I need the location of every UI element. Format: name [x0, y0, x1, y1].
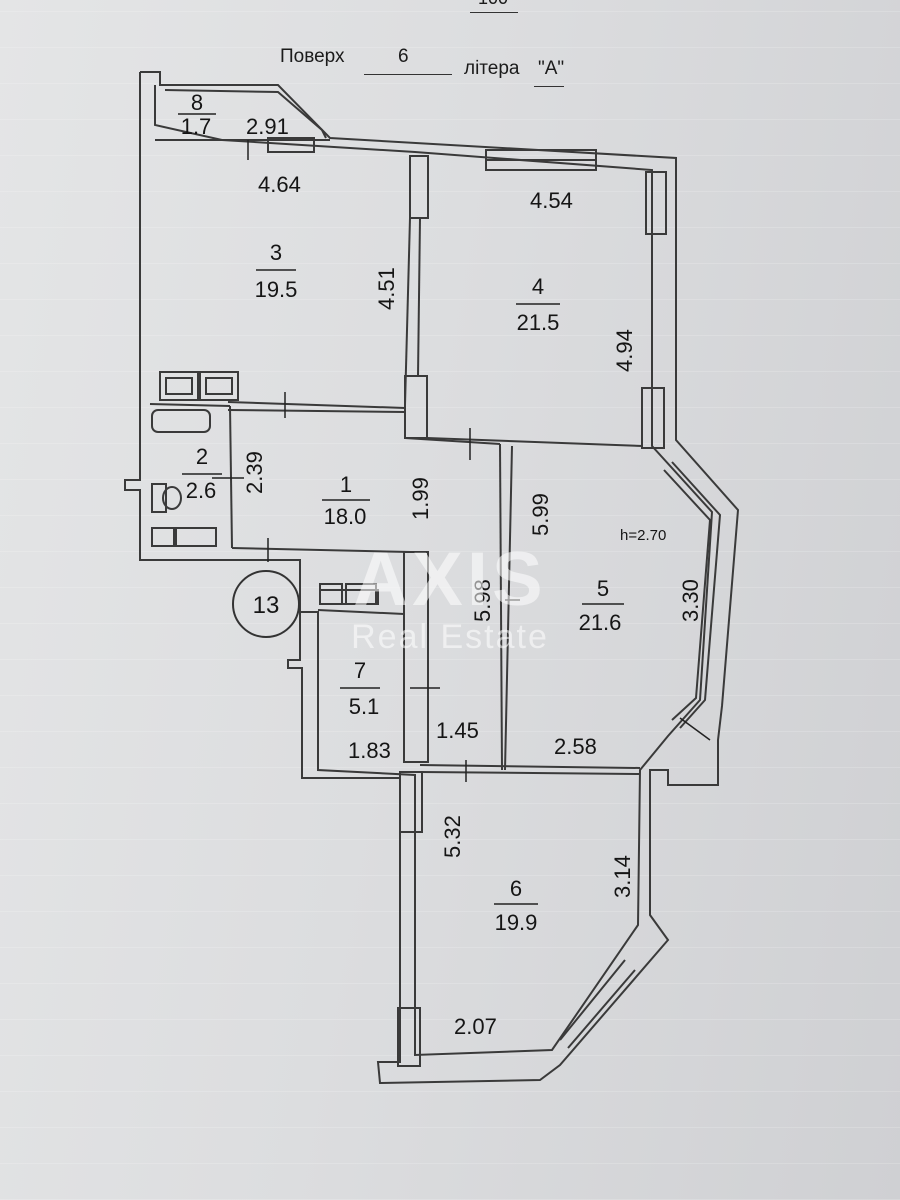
- dim-3-14: 3.14: [610, 855, 635, 898]
- room-2-area: 2.6: [186, 478, 217, 503]
- dim-2-91: 2.91: [246, 114, 289, 139]
- toilet-bowl: [162, 486, 182, 510]
- floor-label: Поверх: [280, 46, 345, 67]
- dim-1-83: 1.83: [348, 738, 391, 763]
- letter-value: "А": [538, 58, 565, 79]
- dim-2-07: 2.07: [454, 1014, 497, 1039]
- outer-wall-outer: [124, 71, 740, 1085]
- wall-bath-top: [149, 403, 231, 407]
- room-7-number: 7: [354, 658, 366, 683]
- wall-5-6-b: [419, 771, 641, 775]
- wall-7-column: [403, 551, 429, 763]
- shelf-2: [345, 583, 377, 605]
- wall-3-4-column-bottom: [404, 375, 428, 439]
- room-1-area: 18.0: [324, 504, 367, 529]
- room-4-column-top: [645, 171, 667, 235]
- dimension-labels: 2.91 4.64 4.54 4.51 4.94 2.39 1.99 5.99 …: [242, 114, 703, 1039]
- room-5-number: 5: [597, 576, 609, 601]
- cabinet-b-inner: [205, 377, 233, 395]
- floor-underline: [364, 74, 452, 75]
- wall-1-bottom: [231, 547, 411, 553]
- dim-5-99: 5.99: [528, 493, 553, 536]
- room-5-area: 21.6: [579, 610, 622, 635]
- tick-8: [679, 717, 711, 741]
- dim-4-64: 4.64: [258, 172, 301, 197]
- dim-4-51: 4.51: [374, 267, 399, 310]
- room-6-column-top: [399, 771, 423, 833]
- room-3-area: 19.5: [255, 277, 298, 302]
- shelf-1: [319, 583, 343, 605]
- room-4-area: 21.5: [517, 310, 560, 335]
- wall-5-6: [419, 764, 641, 769]
- wall-3-1-b: [227, 409, 406, 413]
- wall-3-4: [404, 217, 411, 406]
- room-3-number: 3: [270, 240, 282, 265]
- room-6-number: 6: [510, 876, 522, 901]
- dim-5-32: 5.32: [440, 815, 465, 858]
- room-2-number: 2: [196, 444, 208, 469]
- room-labels: 8 1.7 3 19.5 4 21.5 2 2.6 1 18.0 5 21.6 …: [178, 90, 624, 935]
- wall-3-1: [227, 401, 406, 409]
- bay-window-6-inner: [567, 969, 636, 1049]
- shelf-3: [319, 589, 379, 605]
- room-8-number: 8: [191, 90, 203, 115]
- floor-value: 6: [398, 46, 409, 67]
- wall-4-5: [426, 437, 643, 447]
- cabinet-a: [159, 371, 199, 401]
- wall-4-5-b: [404, 437, 501, 445]
- stair-marker-label: 13: [253, 592, 280, 619]
- cabinet-b: [199, 371, 239, 401]
- bay-window-5-inner: [663, 469, 712, 721]
- bay-window-5: [671, 461, 722, 729]
- dim-3-30: 3.30: [678, 579, 703, 622]
- bathtub: [151, 409, 211, 433]
- bay-window-6: [559, 959, 626, 1041]
- wall-bath-right: [229, 405, 233, 549]
- wall-3-4-b: [417, 217, 421, 377]
- wall-1-5: [499, 443, 503, 771]
- room-1-number: 1: [340, 472, 352, 497]
- top-partial-number: 100: [478, 0, 508, 9]
- room-7-area: 5.1: [349, 694, 380, 719]
- outer-wall-inner: [154, 85, 714, 1057]
- window-room-3: [267, 137, 315, 153]
- wall-7-top: [317, 609, 405, 615]
- room-4-column-bottom: [641, 387, 665, 449]
- letter-label: літера: [464, 58, 520, 79]
- dim-1-45: 1.45: [436, 718, 479, 743]
- ceiling-height: h=2.70: [620, 527, 666, 544]
- toilet-tank: [151, 483, 167, 513]
- top-partial-underline: [470, 12, 518, 13]
- dim-2-39: 2.39: [242, 451, 267, 494]
- balcony-8-inner: [164, 89, 327, 139]
- room-4-number: 4: [532, 274, 544, 299]
- room-6-column-bottom: [397, 1007, 421, 1067]
- dim-1-99: 1.99: [408, 477, 433, 520]
- dim-2-58: 2.58: [554, 734, 597, 759]
- letter-underline: [534, 86, 564, 87]
- room-6-area: 19.9: [495, 910, 538, 935]
- wall-1-5-b: [504, 445, 513, 771]
- wall-3-4-column-top: [409, 155, 429, 219]
- cabinet-a-inner: [165, 377, 193, 395]
- plan-header: 100 Поверх 6 літера "А": [0, 0, 900, 100]
- dim-4-94: 4.94: [612, 329, 637, 372]
- bath-cabinet-2: [175, 527, 217, 547]
- dim-4-54: 4.54: [530, 188, 573, 213]
- dim-5-98: 5.98: [470, 579, 495, 622]
- bath-cabinet-1: [151, 527, 175, 547]
- room-8-area: 1.7: [181, 114, 212, 139]
- stair-marker-circle: [232, 570, 300, 638]
